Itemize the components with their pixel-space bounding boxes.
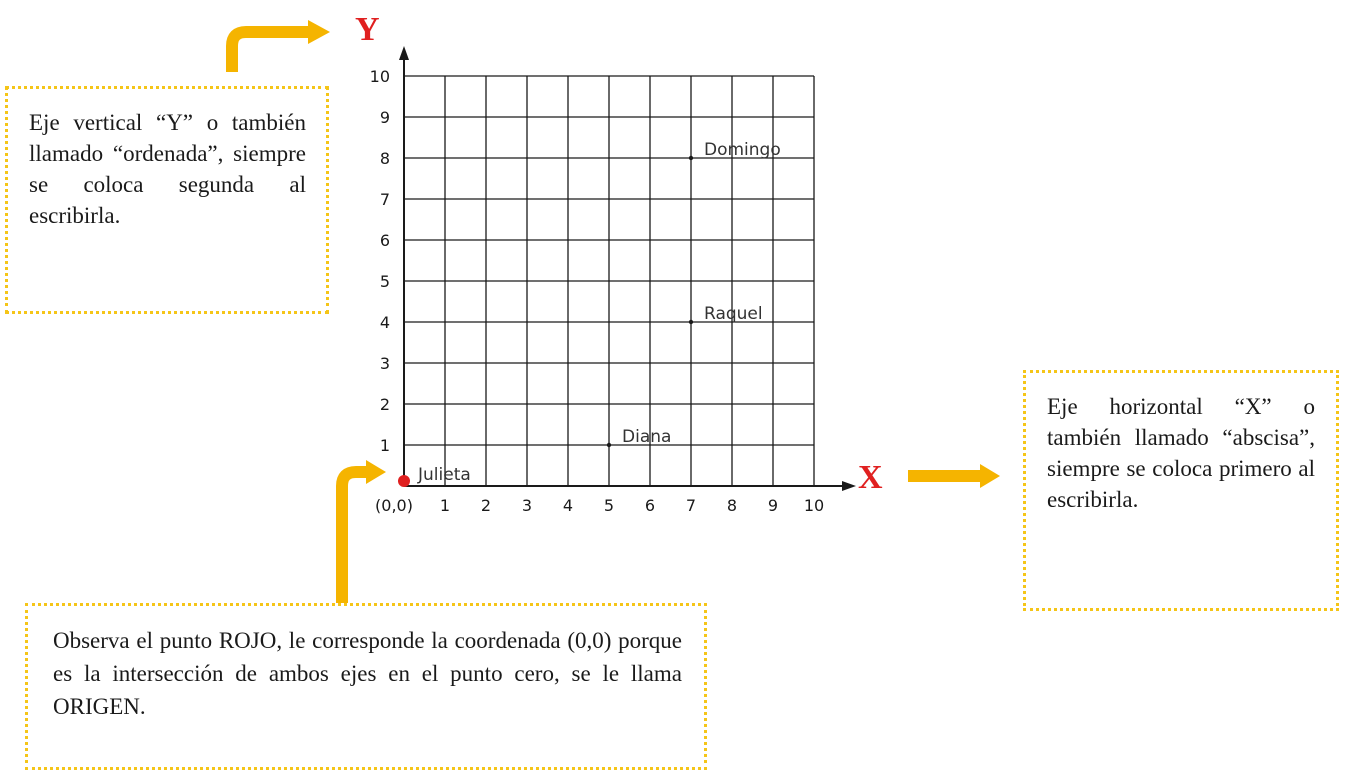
x-tick-label: 6: [645, 496, 655, 515]
y-tick-label: 4: [380, 313, 390, 332]
y-axis-letter: Y: [355, 11, 380, 48]
x-tick-label: 8: [727, 496, 737, 515]
x-note-arrow-head: [980, 464, 1000, 488]
origin-note: Observa el punto ROJO, le corresponde la…: [25, 603, 707, 770]
points: Julieta Diana Raquel Domingo: [398, 140, 781, 487]
x-tick-label: 9: [768, 496, 778, 515]
x-tick-label: (0,0): [375, 496, 413, 515]
y-note-arrow-head: [308, 20, 330, 44]
data-point: [688, 319, 694, 325]
y-note-arrow: [226, 26, 310, 72]
y-axis-note: Eje vertical “Y” o también llamado “orde…: [5, 86, 329, 314]
x-tick-label: 10: [804, 496, 824, 515]
y-tick-label: 2: [380, 395, 390, 414]
x-axis-letter: X: [858, 459, 883, 496]
x-axis-arrowhead: [842, 481, 856, 491]
x-axis-note: Eje horizontal “X” o también llamado “ab…: [1023, 370, 1339, 611]
y-tick-label: 5: [380, 272, 390, 291]
x-tick-label: 5: [604, 496, 614, 515]
origin-note-arrow: [336, 466, 368, 603]
x-tick-label: 2: [481, 496, 491, 515]
y-tick-label: 6: [380, 231, 390, 250]
point-label: Raquel: [704, 304, 763, 324]
origin-point: [398, 475, 410, 487]
y-axis-arrowhead: [399, 46, 409, 60]
data-point: [606, 442, 612, 448]
x-tick-label: 4: [563, 496, 573, 515]
point-label: Domingo: [704, 140, 781, 160]
point-label: Julieta: [417, 465, 471, 485]
x-tick-label: 7: [686, 496, 696, 515]
axes: [399, 46, 856, 491]
grid: [404, 75, 815, 486]
y-tick-label: 8: [380, 149, 390, 168]
data-point: [688, 155, 694, 161]
y-tick-label: 10: [370, 67, 390, 86]
tick-labels: (0,0) 1 2 3 4 5 6 7 8 9 10 1 2 3 4 5 6 7 8 9 10: [370, 67, 825, 515]
x-tick-label: 1: [440, 496, 450, 515]
origin-note-arrow-head: [366, 460, 386, 484]
y-tick-label: 9: [380, 108, 390, 127]
y-tick-label: 1: [380, 436, 390, 455]
x-tick-label: 3: [522, 496, 532, 515]
y-tick-label: 3: [380, 354, 390, 373]
y-tick-label: 7: [380, 190, 390, 209]
point-label: Diana: [622, 427, 671, 447]
